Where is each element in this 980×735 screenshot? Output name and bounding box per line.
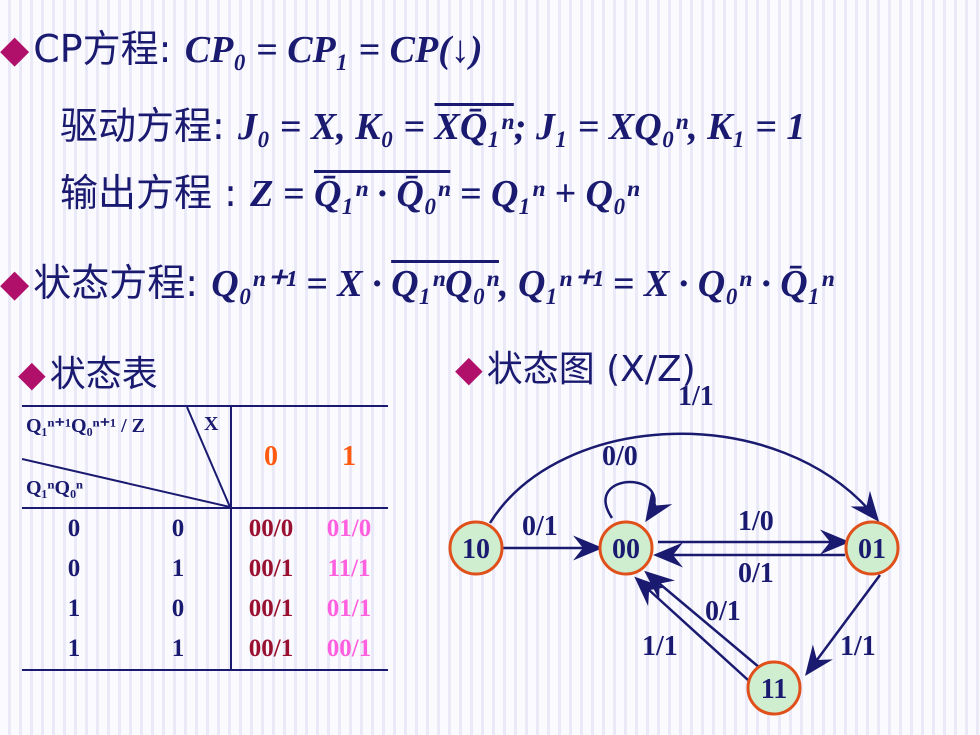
- table-row: 1 1 00/1 00/1: [22, 629, 388, 670]
- edge-10-01: [488, 432, 880, 524]
- diamond-bullet-icon: ◆: [0, 260, 30, 305]
- table-diagonal-header: Q₁ⁿ⁺¹Q₀ⁿ⁺¹ / Z X Q₁ⁿQ₀ⁿ: [22, 407, 230, 507]
- node-11: [746, 660, 802, 716]
- table-title: ◆状态表: [18, 354, 158, 395]
- cp-label: CP方程:: [33, 27, 172, 71]
- drive-j0: J₀ = X, K₀ =: [238, 106, 435, 148]
- state-sep: ,: [498, 263, 518, 305]
- cp-equation: ◆CP方程: CP₀ = CP₁ = CP(↓): [0, 18, 483, 73]
- output-bar: Q̄₁ⁿ · Q̄₀ⁿ: [314, 173, 451, 215]
- edge-01-11: [805, 574, 882, 677]
- label-01-11: 1/1: [840, 631, 876, 662]
- state-table: Q₁ⁿ⁺¹Q₀ⁿ⁺¹ / Z X Q₁ⁿQ₀ⁿ 0 1 0 0 00/0 01/…: [22, 405, 388, 671]
- cp-math: CP₀ = CP₁ = CP(↓): [184, 29, 483, 71]
- node-00: [598, 520, 654, 576]
- state-q0: Q₀ⁿ⁺¹ = X ·: [211, 263, 392, 305]
- label-00-01: 1/0: [738, 506, 774, 537]
- label-10-00: 0/1: [522, 511, 558, 542]
- output-z: Z =: [250, 173, 314, 215]
- header-next-state: Q₁ⁿ⁺¹Q₀ⁿ⁺¹ / Z: [26, 415, 146, 437]
- edge-11-00-a: [644, 570, 761, 669]
- drive-k0: XQ̄₁ⁿ: [434, 106, 514, 148]
- label-self: 0/0: [602, 441, 638, 472]
- state-q0bar: Q₁ⁿQ₀ⁿ: [391, 263, 499, 305]
- header-x: X: [204, 413, 219, 435]
- drive-equation: 驱动方程: J₀ = X, K₀ = XQ̄₁ⁿ; J₁ = XQ₀ⁿ, K₁ …: [60, 95, 805, 150]
- node-01: [844, 520, 900, 576]
- table-row: 0 0 00/0 01/0: [22, 508, 388, 549]
- table-row: 1 0 00/1 01/1: [22, 589, 388, 629]
- edge-11-00-b: [634, 576, 749, 681]
- node-00-label: 00: [612, 534, 640, 565]
- col-header-1: 1: [342, 441, 356, 472]
- diamond-bullet-icon: ◆: [0, 26, 30, 71]
- diagonal-lines: [22, 407, 230, 507]
- drive-label: 驱动方程:: [60, 104, 225, 148]
- node-11-label: 11: [761, 674, 787, 705]
- label-top: 1/1: [678, 381, 714, 412]
- table-row: 0 1 00/1 11/1: [22, 549, 388, 589]
- header-present-state: Q₁ⁿQ₀ⁿ: [26, 477, 84, 499]
- drive-rest: ; J₁ = XQ₀ⁿ, K₁ = 1: [513, 106, 806, 148]
- state-equation: ◆状态方程: Q₀ⁿ⁺¹ = X · Q₁ⁿQ₀ⁿ, Q₁ⁿ⁺¹ = X · Q…: [0, 252, 834, 307]
- col-header-0: 0: [264, 441, 278, 472]
- node-10: [448, 520, 504, 576]
- output-rest: = Q₁ⁿ + Q₀ⁿ: [450, 173, 640, 215]
- edge-00-self: [604, 480, 673, 523]
- label-11-00a: 0/1: [705, 596, 741, 627]
- diamond-bullet-icon: ◆: [18, 354, 46, 395]
- state-label: 状态方程:: [33, 261, 199, 305]
- diamond-bullet-icon: ◆: [455, 349, 483, 390]
- label-01-00: 0/1: [738, 558, 774, 589]
- output-equation: 输出方程 : Z = Q̄₁ⁿ · Q̄₀ⁿ = Q₁ⁿ + Q₀ⁿ: [60, 162, 639, 217]
- diagram-title: ◆状态图 (X/Z): [455, 349, 696, 390]
- node-10-label: 10: [462, 534, 490, 565]
- output-label: 输出方程 :: [60, 171, 237, 215]
- node-01-label: 01: [858, 534, 886, 565]
- state-q1: Q₁ⁿ⁺¹ = X · Q₀ⁿ · Q̄₁ⁿ: [517, 263, 835, 305]
- label-11-00b: 1/1: [642, 631, 678, 662]
